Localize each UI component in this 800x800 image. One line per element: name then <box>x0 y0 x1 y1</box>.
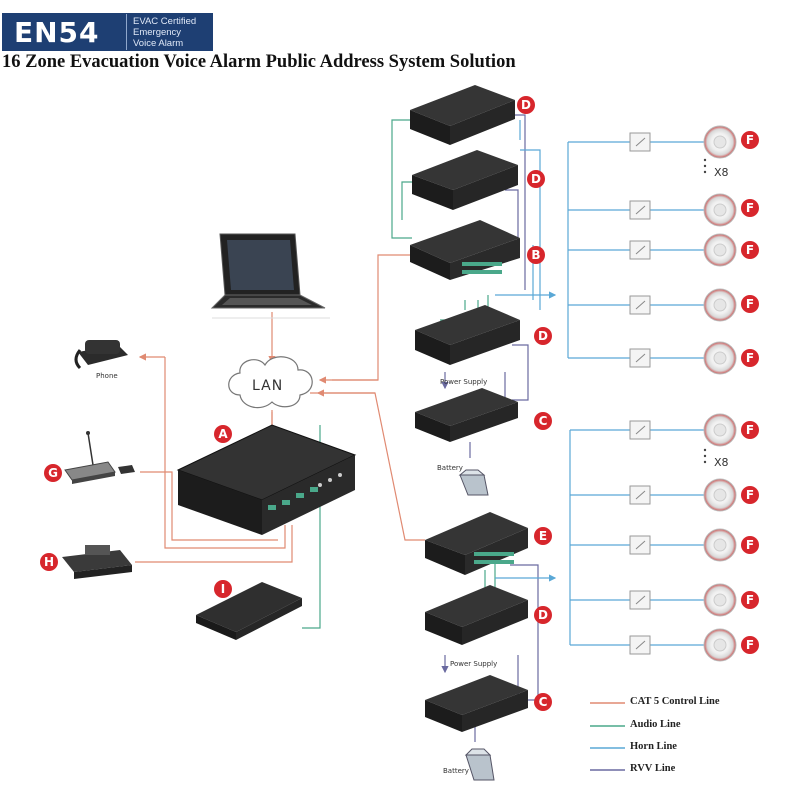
legend-horn: Horn Line <box>630 741 677 752</box>
rack-units <box>410 85 528 732</box>
volume-knob-10 <box>635 640 646 650</box>
speaker-cone-3 <box>713 243 727 257</box>
phone <box>74 340 128 370</box>
battery-label-1: Battery <box>437 464 463 472</box>
label-c-2: C <box>534 693 552 711</box>
volume-knob-5 <box>635 353 646 363</box>
battery-2 <box>464 748 495 781</box>
label-c-1: C <box>534 412 552 430</box>
logo-line-3: Voice Alarm <box>133 37 184 49</box>
label-f-8: F <box>741 536 759 554</box>
logo-line-1: EVAC Certified <box>133 15 197 27</box>
ellipsis-dot-2-2 <box>703 454 707 458</box>
logo-subtext: EVAC Certified Emergency Voice Alarm <box>126 14 196 50</box>
logo-line-2: Emergency <box>133 26 182 38</box>
main-controller-a <box>176 424 357 535</box>
multiplier-label-1: X8 <box>714 166 729 179</box>
paging-microphone <box>64 431 135 484</box>
speaker-bank <box>629 125 737 662</box>
label-f-10: F <box>741 636 759 654</box>
legend-audio: Audio Line <box>630 719 681 730</box>
legend-rvv: RVV Line <box>630 763 676 774</box>
legend-lines <box>590 702 625 771</box>
volume-knob-3 <box>635 245 646 255</box>
speaker-cone-5 <box>713 351 727 365</box>
laptop <box>210 233 326 309</box>
volume-knob-1 <box>635 137 646 147</box>
label-i: I <box>214 580 232 598</box>
ellipsis-dot-1-2 <box>703 164 707 168</box>
legend-cat5: CAT 5 Control Line <box>630 696 720 707</box>
battery-label-2: Battery <box>443 767 469 775</box>
volume-knob-8 <box>635 540 646 550</box>
label-f-3: F <box>741 241 759 259</box>
speaker-cone-2 <box>713 203 727 217</box>
label-b: B <box>527 246 545 264</box>
speaker-cone-1 <box>713 135 727 149</box>
volume-knob-2 <box>635 205 646 215</box>
label-d-3: D <box>534 327 552 345</box>
volume-knob-7 <box>635 490 646 500</box>
en54-logo: EN54 EVAC Certified Emergency Voice Alar… <box>2 13 213 51</box>
label-d-4: D <box>534 606 552 624</box>
power-supply-label-1: Power Supply <box>440 378 488 386</box>
ellipsis-dot-1-1 <box>703 158 707 162</box>
label-f-2: F <box>741 199 759 217</box>
label-d-1: D <box>517 96 535 114</box>
speaker-cone-4 <box>713 298 727 312</box>
lan-cloud <box>228 356 313 409</box>
power-supply-label-2: Power Supply <box>450 660 498 668</box>
label-f-5: F <box>741 349 759 367</box>
ellipsis-dot-1-3 <box>703 170 707 174</box>
logo-main-text: EN54 <box>14 15 100 49</box>
speaker-cone-10 <box>713 638 727 652</box>
speaker-cone-7 <box>713 488 727 502</box>
label-d-2: D <box>527 170 545 188</box>
speaker-cone-9 <box>713 593 727 607</box>
label-f-7: F <box>741 486 759 504</box>
label-f-4: F <box>741 295 759 313</box>
ellipsis-dot-2-1 <box>703 448 707 452</box>
label-a: A <box>214 425 232 443</box>
battery-1 <box>458 469 489 496</box>
label-f-9: F <box>741 591 759 609</box>
label-f-1: F <box>741 131 759 149</box>
volume-knob-4 <box>635 300 646 310</box>
label-f-6: F <box>741 421 759 439</box>
speaker-cone-8 <box>713 538 727 552</box>
volume-knob-9 <box>635 595 646 605</box>
fire-control-panel <box>62 545 132 579</box>
phone-label: Phone <box>96 372 118 380</box>
label-h: H <box>40 553 58 571</box>
speaker-cone-6 <box>713 423 727 437</box>
label-e: E <box>534 527 552 545</box>
sub-controller-i <box>196 582 302 640</box>
volume-knob-6 <box>635 425 646 435</box>
label-g: G <box>44 464 62 482</box>
ellipsis-dot-2-3 <box>703 460 707 464</box>
multiplier-label-2: X8 <box>714 456 729 469</box>
page-title: 16 Zone Evacuation Voice Alarm Public Ad… <box>2 52 516 72</box>
lan-label: LAN <box>252 378 284 394</box>
